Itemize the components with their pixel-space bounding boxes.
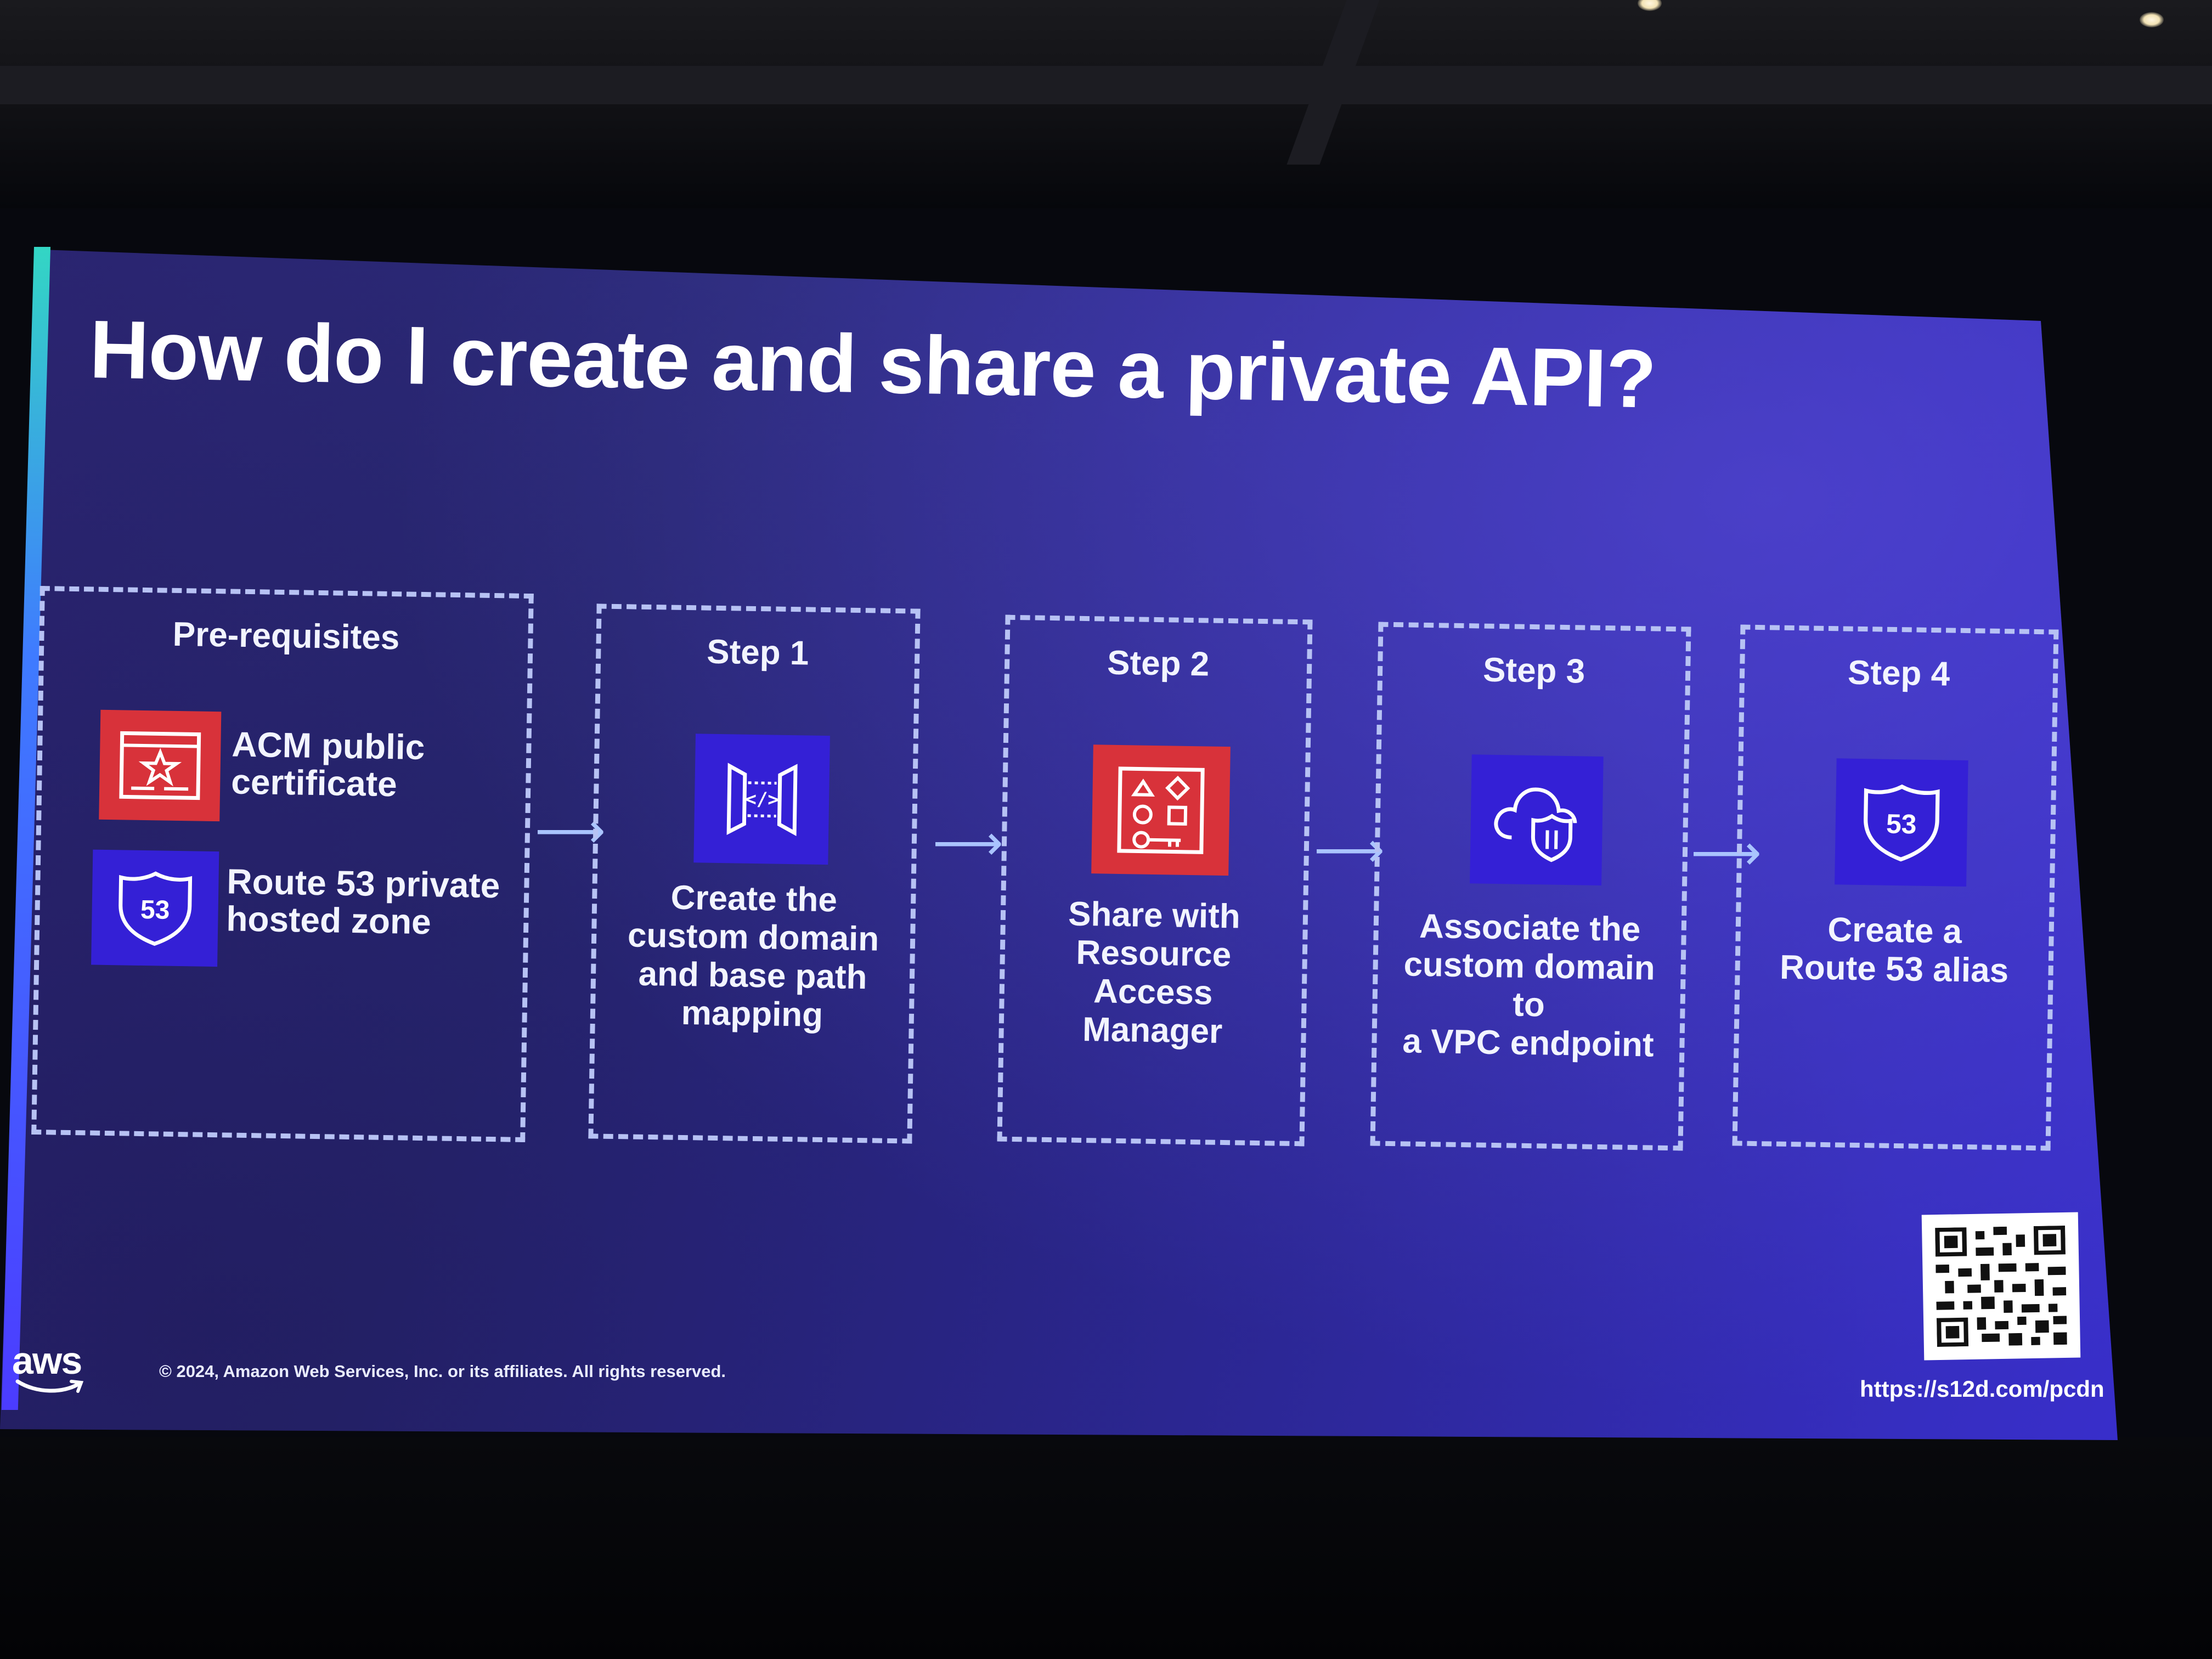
acm-certificate-icon — [119, 731, 201, 800]
aws-logo: aws — [12, 1339, 89, 1399]
route53-badge: 53 — [140, 895, 170, 925]
prereq-route53-line2: hosted zone — [225, 899, 432, 942]
route53-icon: 53 — [119, 871, 193, 946]
qr-code-pattern — [1935, 1225, 2067, 1347]
step-3-heading: Step 3 — [1482, 651, 1585, 691]
aws-logo-text: aws — [12, 1339, 82, 1382]
aws-smile-icon — [15, 1379, 84, 1393]
footer-copyright: © 2024, Amazon Web Services, Inc. or its… — [159, 1362, 726, 1381]
ceiling — [0, 0, 2212, 208]
step-2-icon-tile — [1091, 744, 1231, 876]
step-4-text: Create a Route 53 alias — [1779, 911, 2009, 990]
flow-arrow: ⟶ — [1314, 821, 1385, 879]
prereq-acm-line2: certificate — [230, 761, 398, 804]
qr-code[interactable] — [1921, 1212, 2081, 1361]
prereq-route53-line1: Route 53 private — [226, 861, 500, 906]
svg-text:</>: </> — [745, 788, 779, 810]
step-1-heading: Step 1 — [706, 633, 809, 673]
route53-icon: 53 — [1864, 784, 1940, 862]
flow-arrow: ⟶ — [1691, 824, 1762, 882]
step-4-box: Step 4 53 Create a Route 53 alias — [1732, 624, 2059, 1151]
flow-arrow: ⟶ — [933, 814, 1004, 872]
ceiling-light — [1638, 0, 1662, 11]
prerequisites-box: Pre-requisites ACM public certificate 53… — [31, 585, 534, 1143]
prereq-acm-line1: ACM public — [231, 724, 425, 768]
prerequisites-heading: Pre-requisites — [172, 615, 400, 657]
step-2-heading: Step 2 — [1107, 644, 1210, 684]
step-2-text: Share with Resource Access Manager — [1068, 895, 1241, 1051]
prereq-route53-label: Route 53 private hosted zone — [225, 861, 500, 942]
api-gateway-endpoint-icon: </> — [726, 762, 798, 836]
step-1-box: Step 1 </> Create the custom domain and … — [588, 603, 921, 1144]
acm-certificate-tile — [99, 709, 222, 822]
resource-access-manager-icon — [1117, 766, 1205, 854]
footer-url[interactable]: https://s12d.com/pcdn — [1860, 1376, 2104, 1402]
route53-badge: 53 — [1886, 808, 1917, 839]
route53-tile: 53 — [91, 849, 219, 967]
ceiling-beam — [0, 66, 2212, 104]
prereq-acm-label: ACM public certificate — [230, 724, 425, 804]
step-3-text: Associate the custom domain to a VPC end… — [1402, 907, 1656, 1064]
step-3-box: Step 3 Associate the custom domain to a … — [1370, 622, 1691, 1151]
flow-arrow: ⟶ — [535, 802, 606, 860]
step-2-box: Step 2 Share with Resource Access Manage… — [997, 614, 1313, 1147]
step-4-icon-tile: 53 — [1835, 758, 1968, 887]
ceiling-light — [2140, 12, 2164, 27]
step-1-icon-tile: </> — [693, 733, 830, 865]
room-floor — [0, 1437, 2212, 1659]
step-4-heading: Step 4 — [1847, 653, 1950, 693]
cloud-shield-icon — [1494, 787, 1577, 862]
step-3-icon-tile — [1470, 754, 1604, 886]
step-1-text: Create the custom domain and base path m… — [627, 878, 879, 1034]
